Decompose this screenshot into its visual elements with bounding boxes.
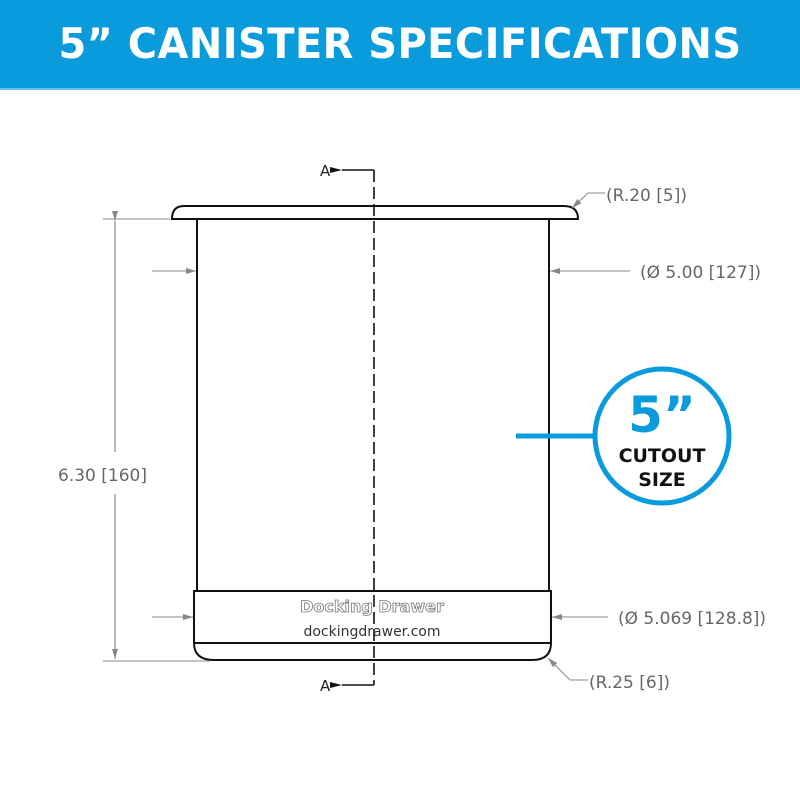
page-title: 5” CANISTER SPECIFICATIONS — [58, 19, 742, 68]
title-banner: 5” CANISTER SPECIFICATIONS — [0, 0, 800, 90]
brand-name: Docking Drawer — [300, 597, 444, 616]
callout-circle — [592, 366, 732, 506]
section-marker-top: A — [320, 162, 331, 180]
section-marker-bottom: A — [320, 677, 331, 695]
flange-radius-dimension: (R.20 [5]) — [606, 186, 687, 206]
body-diameter-dimension: (Ø 5.00 [127]) — [640, 263, 761, 283]
height-dimension: 6.30 [160] — [58, 466, 147, 486]
flange-outline — [170, 205, 580, 220]
callout-line1: CUTOUT — [619, 445, 706, 467]
base-radius-dimension: (R.25 [6]) — [589, 673, 670, 693]
callout-line2: SIZE — [638, 469, 686, 491]
base-diameter-dimension: (Ø 5.069 [128.8]) — [618, 609, 766, 629]
brand-url: dockingdrawer.com — [303, 624, 440, 640]
callout-size: 5” — [628, 386, 696, 444]
base-outline — [193, 590, 552, 661]
